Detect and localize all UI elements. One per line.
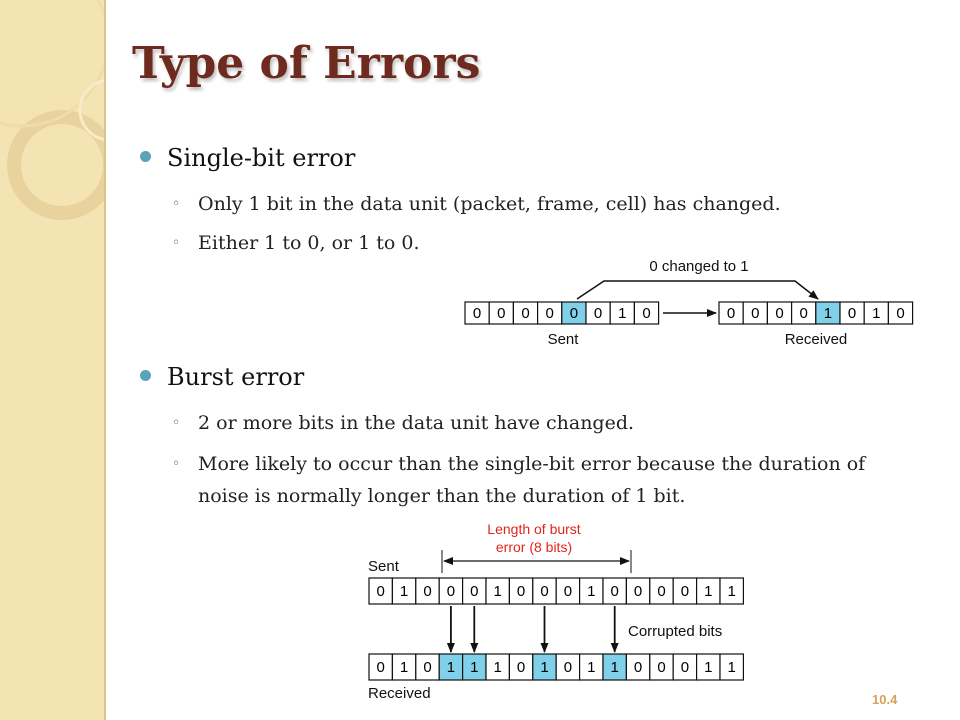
ring-bullet-icon: ◦ <box>172 235 181 251</box>
sub-bullet: ◦ More likely to occur than the single-b… <box>172 448 918 512</box>
bit-value: 0 <box>540 583 548 600</box>
bullet-label: Single-bit error <box>167 144 356 172</box>
bit-value: 1 <box>824 305 832 322</box>
sub-bullet: ◦ 2 or more bits in the data unit have c… <box>172 407 918 439</box>
sub-bullet-text: More likely to occur than the single-bit… <box>198 453 866 507</box>
decorative-circles <box>0 0 104 220</box>
decorative-sidebar <box>0 0 106 720</box>
bit-value: 1 <box>872 305 880 322</box>
bit-value: 0 <box>377 583 385 600</box>
bit-value: 0 <box>594 305 602 322</box>
bit-value: 0 <box>423 659 431 676</box>
bit-value: 0 <box>681 659 689 676</box>
bit-value: 1 <box>540 659 548 676</box>
bit-value: 1 <box>494 583 502 600</box>
bit-value: 1 <box>494 659 502 676</box>
bit-value: 1 <box>728 659 736 676</box>
bit-value: 1 <box>618 305 626 322</box>
bullet-label: Burst error <box>167 363 305 391</box>
page-number: 10.4 <box>872 692 898 707</box>
bit-value: 0 <box>681 583 689 600</box>
bit-value: 0 <box>473 305 481 322</box>
sub-bullet: ◦ Only 1 bit in the data unit (packet, f… <box>172 188 918 220</box>
bit-cell <box>719 653 744 681</box>
sub-bullet-text: Only 1 bit in the data unit (packet, fra… <box>198 193 781 215</box>
bit-cell <box>719 577 744 605</box>
bit-value: 1 <box>587 659 595 676</box>
ring-bullet-icon: ◦ <box>172 415 181 431</box>
corruption-arrows <box>446 606 619 653</box>
bit-value: 1 <box>470 659 478 676</box>
bit-value: 0 <box>800 305 808 322</box>
bit-value: 0 <box>517 583 525 600</box>
burst-length-label: error (8 bits) <box>496 539 572 555</box>
sub-bullet-text: 2 or more bits in the data unit have cha… <box>198 412 635 434</box>
sent-label: Sent <box>368 558 400 575</box>
bit-value: 0 <box>775 305 783 322</box>
bullet-single-bit: Single-bit error <box>140 144 355 172</box>
bit-value: 0 <box>634 583 642 600</box>
bit-value: 0 <box>447 583 455 600</box>
bit-value: 0 <box>634 659 642 676</box>
bit-value: 0 <box>642 305 650 322</box>
bit-value: 1 <box>704 583 712 600</box>
bit-value: 0 <box>657 583 665 600</box>
bit-value: 0 <box>423 583 431 600</box>
slide-title: Type of Errors <box>132 38 481 89</box>
bit-value: 1 <box>611 659 619 676</box>
bit-value: 0 <box>497 305 505 322</box>
bullet-dot-icon <box>140 370 151 381</box>
bit-value: 0 <box>377 659 385 676</box>
bit-value: 0 <box>564 659 572 676</box>
bit-value: 0 <box>521 305 529 322</box>
burst-length-label: Length of burst <box>487 521 581 537</box>
ring-bullet-icon: ◦ <box>172 196 181 212</box>
arrow-label: 0 changed to 1 <box>649 258 748 275</box>
bit-value: 0 <box>657 659 665 676</box>
bit-value: 0 <box>848 305 856 322</box>
sub-bullet-text: Either 1 to 0, or 1 to 0. <box>198 232 420 254</box>
received-label: Received <box>368 685 431 702</box>
change-arrow <box>576 280 819 300</box>
bit-value: 1 <box>704 659 712 676</box>
bit-value: 1 <box>447 659 455 676</box>
corrupted-label: Corrupted bits <box>628 623 722 640</box>
bullet-dot-icon <box>140 151 151 162</box>
sent-label: Sent <box>548 331 580 348</box>
ring-bullet-icon: ◦ <box>172 456 181 472</box>
bit-value: 1 <box>587 583 595 600</box>
sub-bullet: ◦ Either 1 to 0, or 1 to 0. <box>172 227 918 259</box>
bit-value: 1 <box>400 659 408 676</box>
bullet-burst: Burst error <box>140 363 304 391</box>
bit-value: 0 <box>896 305 904 322</box>
bit-value: 1 <box>400 583 408 600</box>
bit-cell <box>633 301 660 325</box>
bit-value: 0 <box>546 305 554 322</box>
bit-value: 0 <box>470 583 478 600</box>
bit-value: 0 <box>611 583 619 600</box>
bit-value: 0 <box>570 305 578 322</box>
bit-value: 0 <box>751 305 759 322</box>
bit-value: 1 <box>728 583 736 600</box>
bit-cell <box>887 301 914 325</box>
bit-value: 0 <box>564 583 572 600</box>
received-label: Received <box>785 331 848 348</box>
bit-value: 0 <box>727 305 735 322</box>
bit-value: 0 <box>517 659 525 676</box>
